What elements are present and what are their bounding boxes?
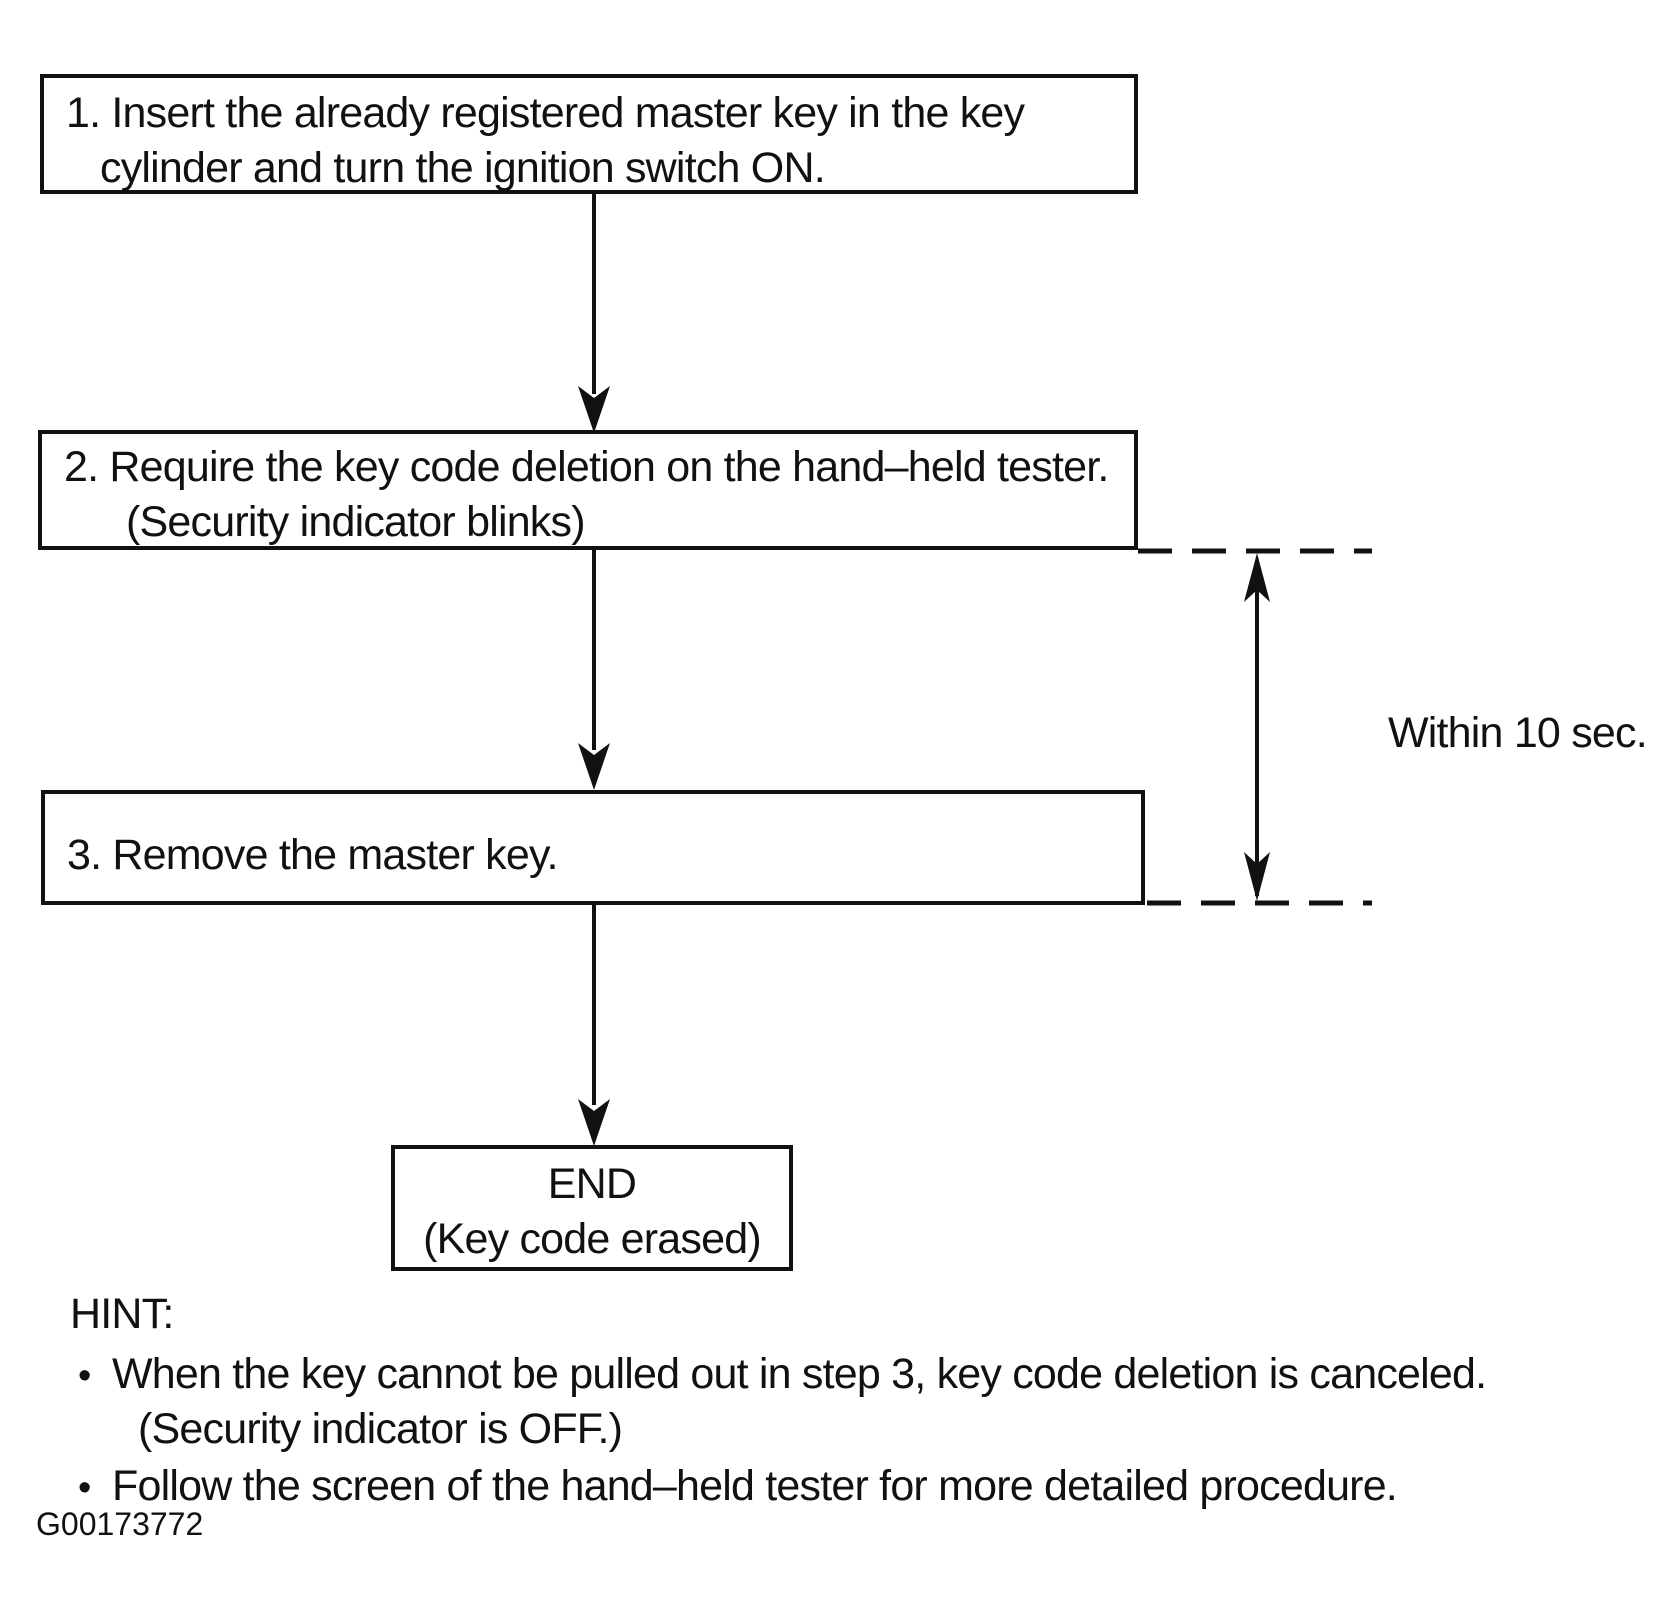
hint-bullet-1-text: When the key cannot be pulled out in ste… bbox=[112, 1350, 1487, 1398]
hint-title: HINT: bbox=[70, 1290, 174, 1338]
hint-bullet-2: • Follow the screen of the hand–held test… bbox=[78, 1459, 1398, 1516]
step-2-text-line1: 2. Require the key code deletion on the … bbox=[64, 443, 1109, 491]
step-1-text-line1: 1. Insert the already registered master … bbox=[66, 89, 1025, 137]
figure-code: G00173772 bbox=[36, 1506, 204, 1542]
end-box-subtitle: (Key code erased) bbox=[423, 1215, 762, 1263]
step-2-box: 2. Require the key code deletion on the … bbox=[38, 430, 1138, 550]
end-box-title: END bbox=[547, 1160, 637, 1208]
hint-bullet-2-text: Follow the screen of the hand–held teste… bbox=[112, 1462, 1398, 1510]
step-1-box: 1. Insert the already registered master … bbox=[40, 74, 1138, 194]
step-3-text-line1: 3. Remove the master key. bbox=[67, 831, 558, 879]
hint-bullet-1: • When the key cannot be pulled out in st… bbox=[78, 1347, 1487, 1404]
bullet-dot: • bbox=[78, 1467, 91, 1509]
arrow-step3-to-end bbox=[578, 905, 610, 1146]
within-10-sec-label: Within 10 sec. bbox=[1388, 709, 1648, 757]
step-1-text-line2: cylinder and turn the ignition switch ON… bbox=[100, 144, 826, 192]
hint-bullet-1-continuation: (Security indicator is OFF.) bbox=[138, 1405, 623, 1453]
bullet-dot: • bbox=[78, 1355, 91, 1397]
arrow-step1-to-step2 bbox=[578, 194, 610, 433]
step-2-text-line2: (Security indicator blinks) bbox=[126, 498, 586, 546]
arrow-step2-to-step3 bbox=[578, 550, 610, 790]
end-box: END (Key code erased) bbox=[391, 1145, 793, 1271]
within-10-sec-dimension-arrow bbox=[1244, 553, 1270, 901]
step-3-box: 3. Remove the master key. bbox=[41, 790, 1145, 905]
